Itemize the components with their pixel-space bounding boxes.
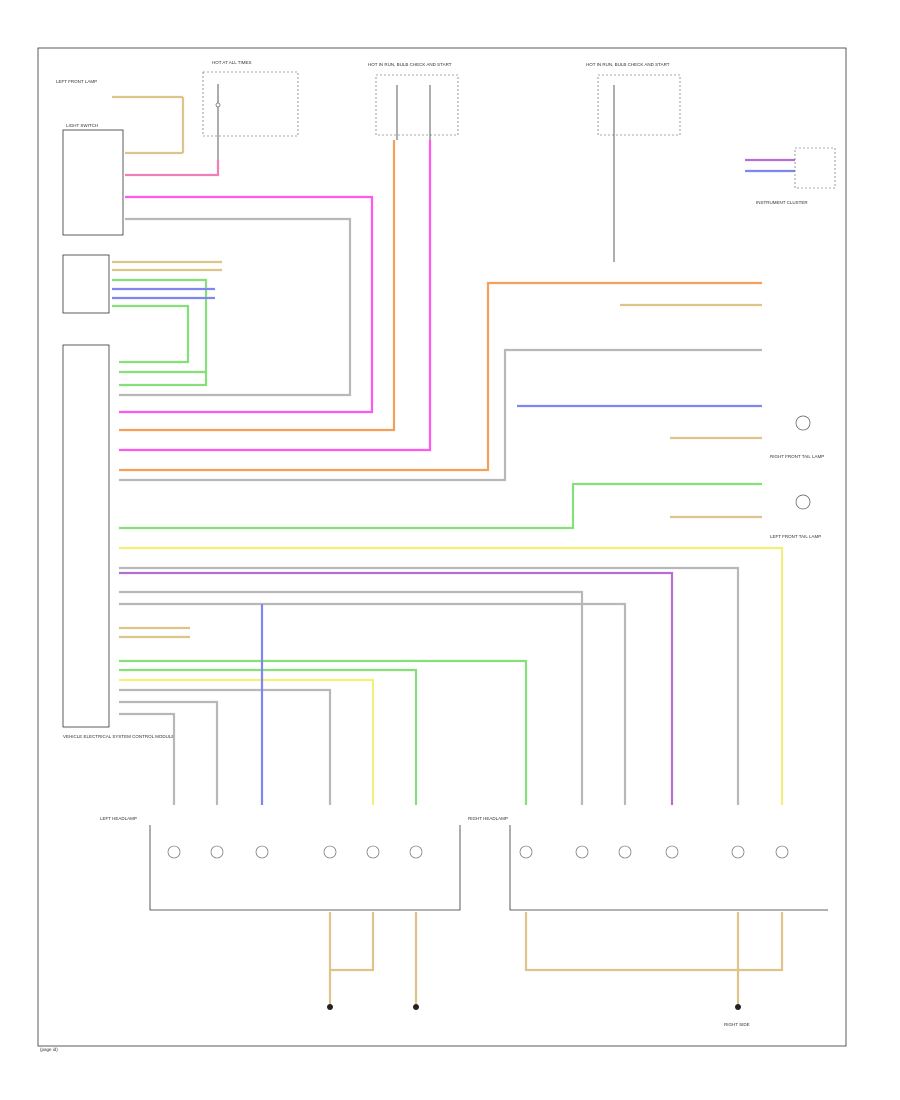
diagram-frame: [37, 47, 847, 1047]
ground-left-2: [413, 1004, 419, 1010]
fuse-box-3: HOT IN RUN, BULB CHECK AND START: [586, 62, 681, 262]
fuse-box-2: HOT IN RUN, BULB CHECK AND START: [368, 62, 459, 140]
left-lamp-block: LEFT FRONT LAMP: [56, 79, 185, 153]
control-module-box: [62, 344, 110, 728]
fuse-box-1-label: HOT AT ALL TIMES: [212, 60, 252, 65]
right-headlamp-label: RIGHT HEADLAMP: [468, 816, 508, 821]
light-switch-box: [62, 129, 124, 236]
ground-left-1: [327, 1004, 333, 1010]
footer-page-id: (page id): [40, 1047, 58, 1052]
right-ground-label: RIGHT SIDE: [724, 1022, 750, 1027]
ground-right: [735, 1004, 741, 1010]
fuse-box-2-label: HOT IN RUN, BULB CHECK AND START: [368, 62, 452, 67]
instrument-cluster-label: INSTRUMENT CLUSTER: [756, 200, 808, 205]
instrument-cluster-box: [794, 147, 836, 189]
left-headlamp-assembly: LEFT HEADLAMP: [100, 816, 461, 911]
right-headlamp-assembly: RIGHT HEADLAMP: [468, 816, 828, 911]
fuse-box-3-label: HOT IN RUN, BULB CHECK AND START: [586, 62, 670, 67]
fuse-box-1: HOT AT ALL TIMES: [202, 60, 299, 160]
control-module-label: VEHICLE ELECTRICAL SYSTEM CONTROL MODULE: [63, 734, 174, 739]
light-switch-label: LIGHT SWITCH: [66, 123, 98, 128]
right-front-tail-lamp-symbol: [795, 415, 811, 431]
left-headlamp-label: LEFT HEADLAMP: [100, 816, 137, 821]
left-lamp-label: LEFT FRONT LAMP: [56, 79, 97, 84]
right-front-tail-lamp-label: RIGHT FRONT TAIL LAMP: [770, 454, 824, 459]
left-front-tail-lamp-label: LEFT FRONT TAIL LAMP: [770, 534, 821, 539]
left-front-tail-lamp-symbol: [795, 494, 811, 510]
module-header-box: [62, 254, 110, 314]
